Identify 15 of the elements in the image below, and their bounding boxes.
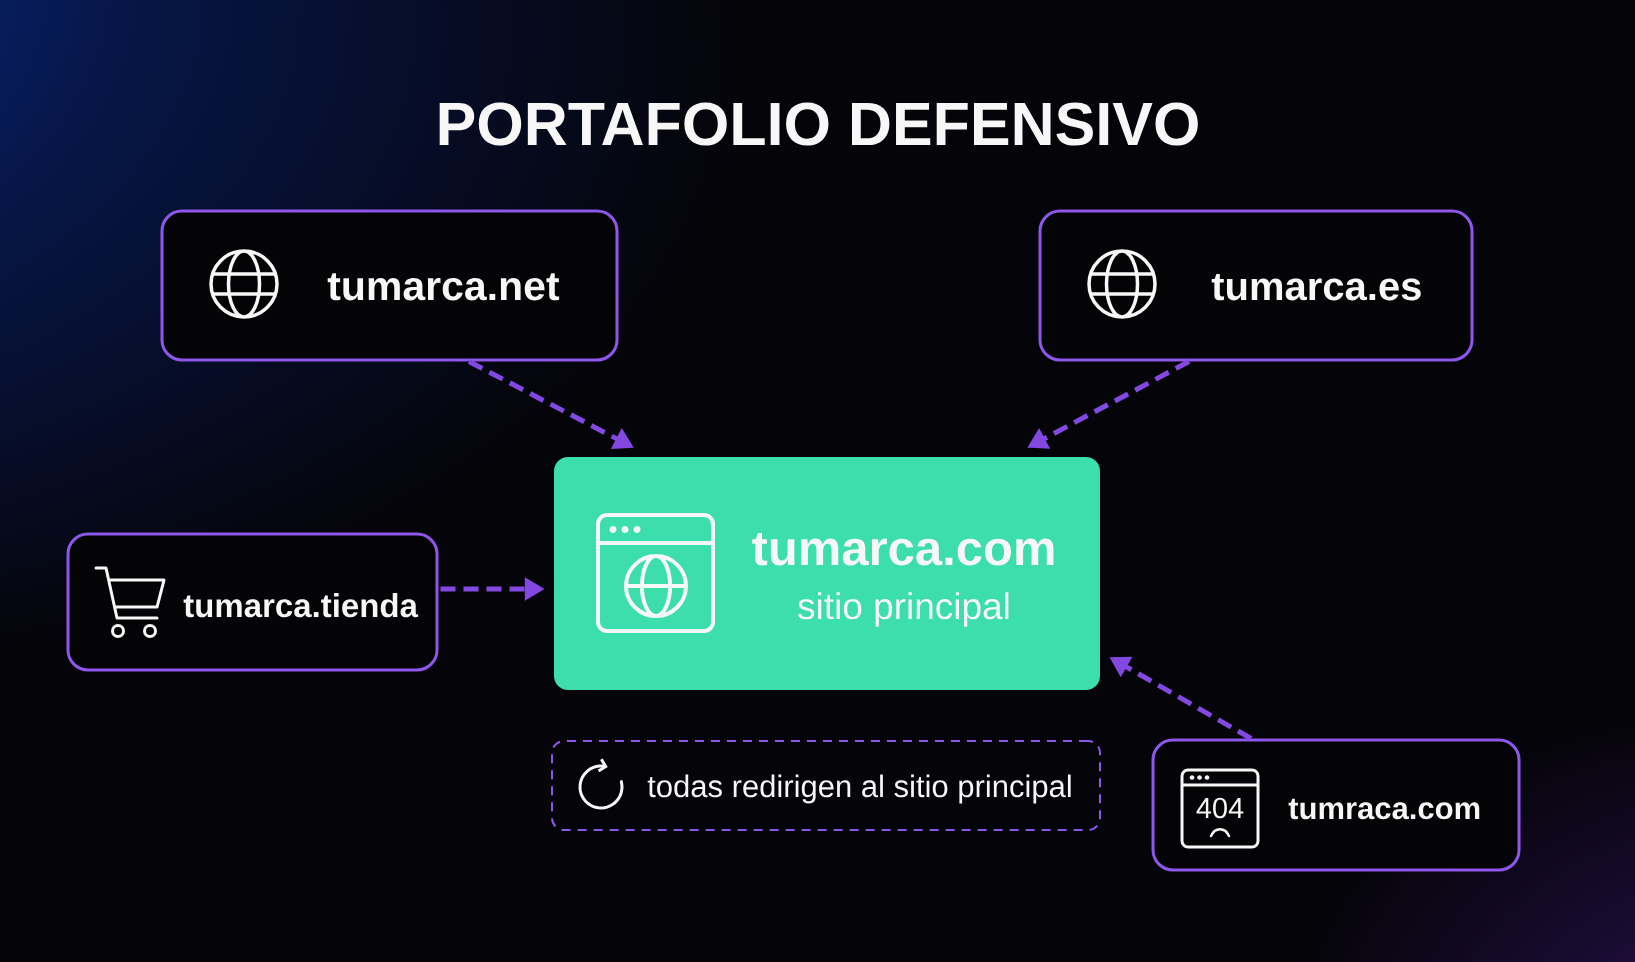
note-text: todas redirigen al sitio principal <box>647 774 1071 804</box>
domain-name: tumarca.net <box>327 273 560 301</box>
subtitle: sitio principal <box>798 592 1009 627</box>
domain-box <box>1038 209 1474 362</box>
title: PORTAFOLIO DEFENSIVO <box>439 102 1198 146</box>
note-box <box>551 740 1101 831</box>
domain-box <box>160 209 619 362</box>
domain-name: tumarca.com <box>752 533 1054 566</box>
error-code: 404 <box>1196 797 1244 819</box>
domain-box <box>66 532 439 672</box>
domain-name: tumarca.tienda <box>183 593 419 618</box>
main-site-box <box>554 457 1100 690</box>
domain-name: tumraca.com <box>1288 798 1480 820</box>
domain-name: tumarca.es <box>1211 273 1421 301</box>
domain-box <box>1151 738 1521 872</box>
